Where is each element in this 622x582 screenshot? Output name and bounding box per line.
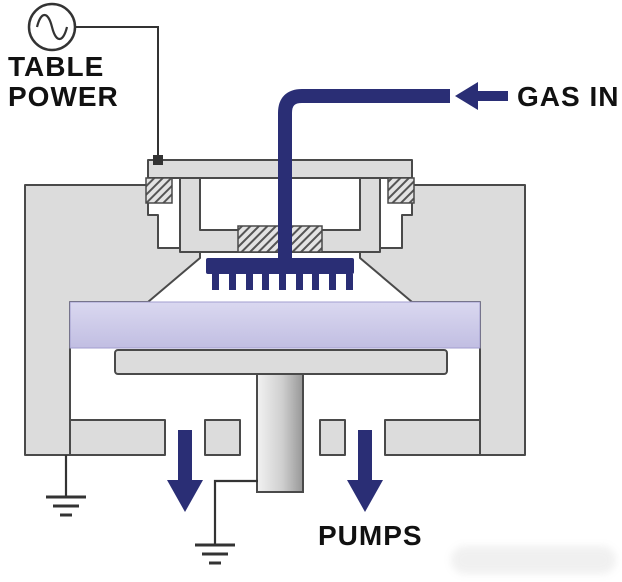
showerhead-tooth [246, 274, 253, 290]
plasma-region [69, 301, 481, 349]
showerhead-tooth [312, 274, 319, 290]
gas-in-label: GAS IN [517, 81, 619, 112]
chamber-bottom-right-inner [319, 419, 346, 456]
showerhead-tooth [296, 274, 303, 290]
pumps-label: PUMPS [318, 520, 423, 551]
ground-symbol-center [195, 479, 258, 565]
chamber-bottom-left-inner [204, 419, 241, 456]
showerhead-tooth [346, 274, 353, 290]
pump-arrow-right-head [347, 480, 383, 512]
gas-in-arrow-shaft [478, 91, 508, 101]
pump-arrow-right-shaft [358, 430, 372, 480]
table-power-source [27, 2, 163, 165]
wafer-table [114, 349, 448, 375]
vacuum-chamber [24, 184, 526, 456]
gas-in-arrow-icon [455, 82, 508, 110]
chamber-bottom-right [384, 419, 481, 456]
power-wire [76, 26, 159, 160]
ground-symbol-left [46, 455, 86, 517]
showerhead-tooth [279, 274, 286, 290]
table-power-label-line1: TABLE [8, 51, 104, 82]
watermark [451, 546, 616, 574]
gas-in-arrowhead [455, 82, 478, 110]
lid-seal-left [145, 177, 173, 204]
showerhead-tooth [262, 274, 269, 290]
chamber-bottom-left [69, 419, 166, 456]
showerhead-tooth [329, 274, 336, 290]
pump-arrow-left-head [167, 480, 203, 512]
showerhead-tooth [229, 274, 236, 290]
pump-arrow-left-icon [167, 430, 203, 512]
table-power-label-line2: POWER [8, 81, 119, 112]
pump-arrow-right-icon [347, 430, 383, 512]
pedestal-column [256, 373, 304, 493]
showerhead-tooth [212, 274, 219, 290]
sine-wave-icon [35, 13, 69, 41]
lid-seal-right [387, 177, 415, 204]
power-terminal [153, 155, 163, 165]
pump-arrow-left-shaft [178, 430, 192, 480]
ground-center-lead [213, 479, 258, 545]
gas-inlet-pipe [278, 89, 450, 266]
